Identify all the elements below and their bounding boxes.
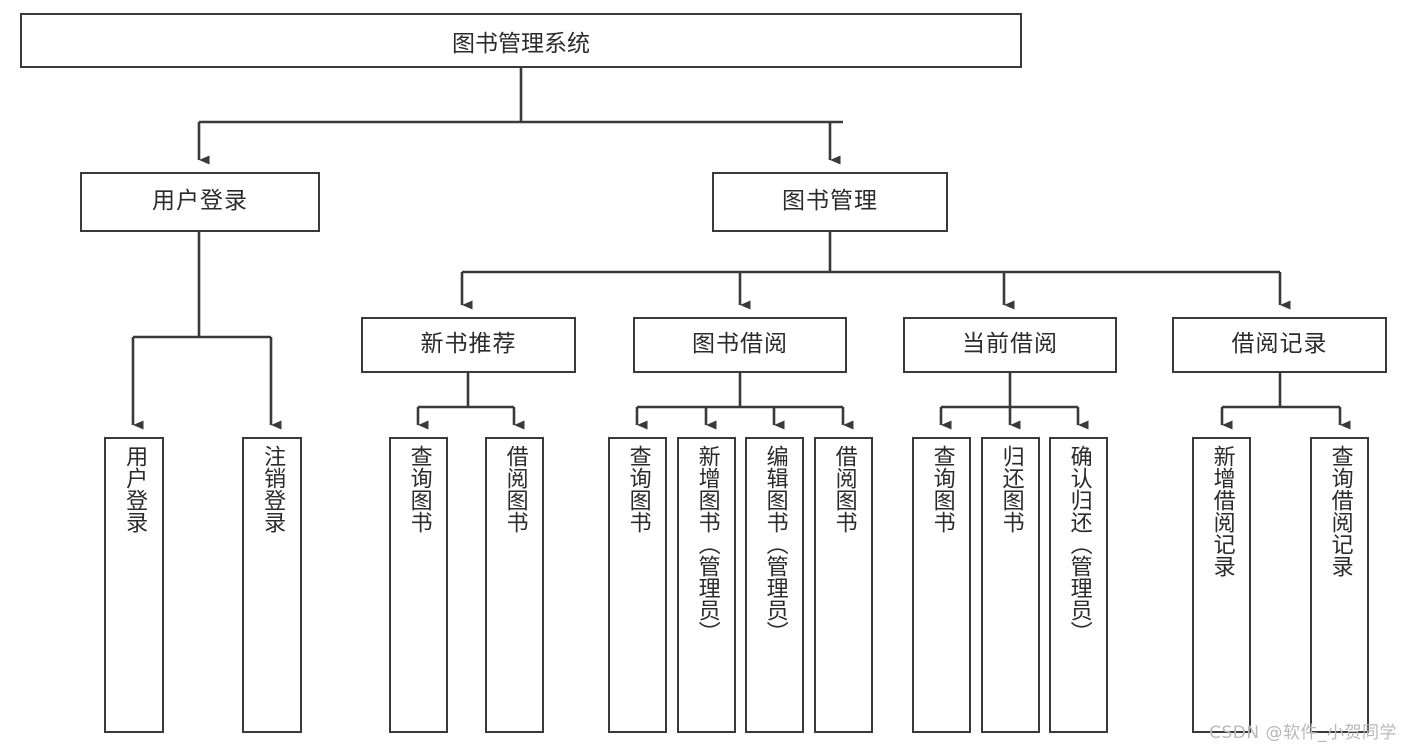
leaf-borrow-book-a[interactable]: 借阅图书: [485, 437, 544, 733]
leaf-borrow-book-b[interactable]: 借阅图书: [814, 437, 873, 733]
leaf-user-login[interactable]: 用户登录: [104, 437, 164, 733]
node-book-borrow[interactable]: 图书借阅: [633, 317, 847, 373]
leaf-add-book[interactable]: 新增图书（管理员）: [677, 437, 736, 733]
leaf-query-book-b[interactable]: 查询图书: [608, 437, 667, 733]
node-root[interactable]: 图书管理系统: [20, 13, 1022, 68]
node-current-borrow[interactable]: 当前借阅: [903, 317, 1117, 373]
node-root-label: 图书管理系统: [452, 30, 590, 57]
leaf-add-record-label: 新增借阅记录: [1209, 445, 1235, 577]
node-new-book-recommend[interactable]: 新书推荐: [361, 317, 576, 373]
leaf-add-book-label: 新增图书（管理员）: [694, 445, 720, 643]
leaf-query-book-b-label: 查询图书: [625, 445, 651, 533]
leaf-return-book[interactable]: 归还图书: [981, 437, 1040, 733]
leaf-confirm-return-label: 确认归还（管理员）: [1066, 445, 1092, 643]
leaf-query-record-label: 查询借阅记录: [1327, 445, 1353, 577]
leaf-edit-book[interactable]: 编辑图书（管理员）: [745, 437, 804, 733]
leaf-borrow-book-a-label: 借阅图书: [502, 445, 528, 533]
leaf-query-book-a[interactable]: 查询图书: [389, 437, 448, 733]
leaf-query-book-c-label: 查询图书: [929, 445, 955, 533]
leaf-borrow-book-b-label: 借阅图书: [831, 445, 857, 533]
csdn-watermark: CSDN @软件_小贺同学: [1209, 723, 1397, 743]
leaf-query-book-a-label: 查询图书: [406, 445, 432, 533]
leaf-return-book-label: 归还图书: [998, 445, 1024, 533]
node-borrow-record-label: 借阅记录: [1231, 331, 1328, 358]
leaf-logout-label: 注销登录: [260, 445, 286, 533]
leaf-query-book-c[interactable]: 查询图书: [912, 437, 971, 733]
node-borrow-record[interactable]: 借阅记录: [1172, 317, 1387, 373]
leaf-user-login-label: 用户登录: [122, 445, 148, 533]
leaf-edit-book-label: 编辑图书（管理员）: [762, 445, 788, 643]
leaf-add-record[interactable]: 新增借阅记录: [1192, 437, 1251, 733]
node-book-manage[interactable]: 图书管理: [712, 172, 948, 232]
leaf-query-record[interactable]: 查询借阅记录: [1310, 437, 1369, 733]
leaf-logout[interactable]: 注销登录: [242, 437, 302, 733]
leaf-confirm-return[interactable]: 确认归还（管理员）: [1049, 437, 1108, 733]
node-current-borrow-label: 当前借阅: [962, 331, 1058, 358]
node-book-manage-label: 图书管理: [782, 188, 878, 215]
node-user-login-label: 用户登录: [152, 188, 248, 215]
node-user-login[interactable]: 用户登录: [80, 172, 320, 232]
node-new-book-recommend-label: 新书推荐: [420, 331, 517, 358]
node-book-borrow-label: 图书借阅: [692, 331, 788, 358]
